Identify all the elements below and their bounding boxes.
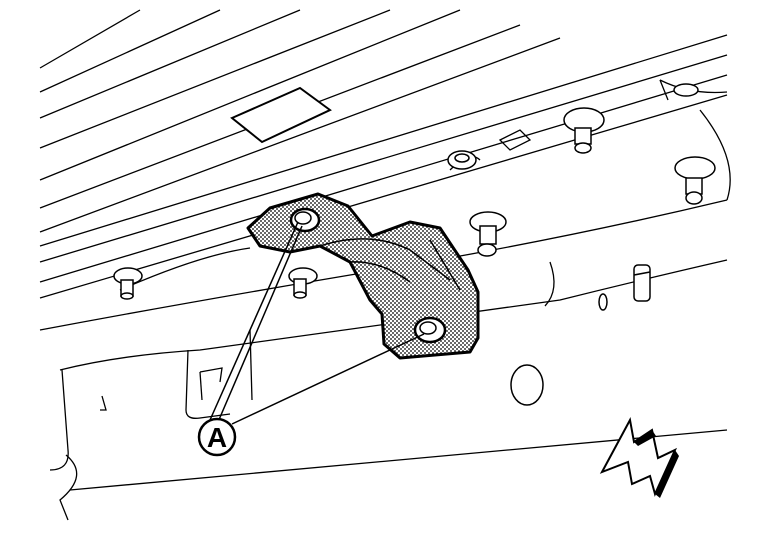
callout-a-label: A (207, 422, 227, 453)
bolt-group (113, 83, 716, 300)
bolt-icon (288, 267, 318, 299)
bolt-icon (469, 211, 507, 257)
bolt-icon (674, 156, 716, 205)
front-arrow-icon (599, 417, 679, 498)
bolt-icon (113, 267, 143, 300)
bolt-icon (563, 107, 605, 154)
bolt-icon (447, 150, 477, 170)
rectangular-pad (230, 86, 332, 144)
callout-a: A (197, 417, 237, 457)
panel-holes (510, 264, 651, 406)
bolt-icon (673, 83, 699, 97)
bracket-shaded (246, 192, 480, 360)
callout-leaders (209, 221, 425, 425)
